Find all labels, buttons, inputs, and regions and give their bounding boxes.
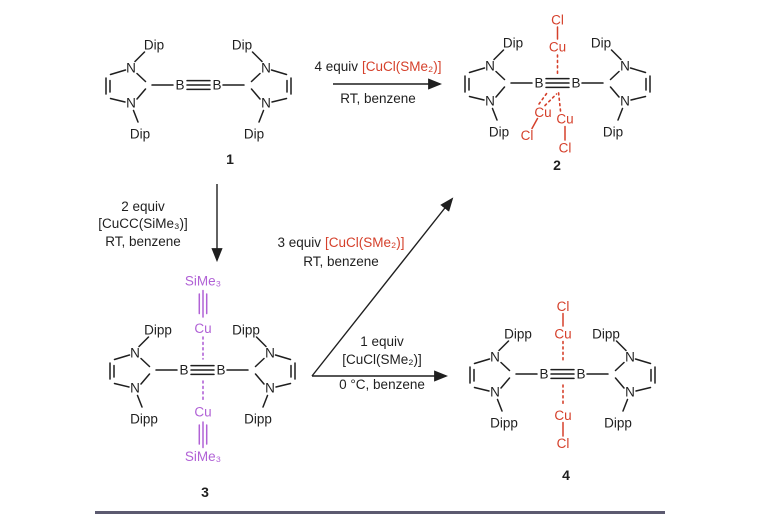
cl-cu-bond bbox=[531, 26, 566, 141]
compound-3-number: 3 bbox=[201, 484, 209, 500]
dip-label: Dip bbox=[130, 127, 150, 142]
dip-label: Dip bbox=[503, 36, 523, 51]
cu-bb-dashed-bonds bbox=[538, 54, 562, 112]
copper-label: Cu bbox=[549, 40, 566, 55]
copper-label: Cu bbox=[554, 408, 571, 423]
compound-2-structure: Dip Dip Dip Dip Cl Cu Cu Cu Cl Cl bbox=[464, 13, 651, 156]
reagent-text: [CuCl(SMe₂)] bbox=[362, 59, 442, 74]
caption-3-to-4-reagent: [CuCl(SMe₂)] bbox=[342, 352, 422, 367]
dipp-label: Dipp bbox=[144, 323, 172, 338]
dipp-label: Dipp bbox=[130, 412, 158, 427]
chlorine-label: Cl bbox=[551, 13, 564, 28]
dipp-label: Dipp bbox=[232, 323, 260, 338]
caption-3-to-2-conditions: RT, benzene bbox=[303, 254, 379, 269]
caption-3-to-4-equiv: 1 equiv bbox=[360, 334, 404, 349]
arrow-3-to-2 bbox=[311, 197, 454, 377]
dip-label: Dip bbox=[244, 127, 264, 142]
caption-1-to-2-reagent: 4 equiv[CuCl(SMe₂)] bbox=[308, 58, 448, 75]
dip-label: Dip bbox=[603, 125, 623, 140]
bottom-divider bbox=[95, 511, 665, 514]
compound-1-structure: Dip Dip Dip Dip bbox=[105, 38, 292, 142]
dip-label: Dip bbox=[591, 36, 611, 51]
equiv-text: 4 equiv bbox=[314, 59, 359, 74]
copper-label: Cu bbox=[534, 105, 551, 120]
reagent-text: [CuCl(SMe₂)] bbox=[325, 235, 405, 250]
copper-label: Cu bbox=[194, 405, 211, 420]
copper-label: Cu bbox=[554, 327, 571, 342]
cu-alkynyl-fragments: SiMe₃ Cu Cu SiMe₃ bbox=[185, 274, 221, 465]
copper-label: Cu bbox=[194, 321, 211, 336]
chlorine-label: Cl bbox=[557, 299, 570, 314]
caption-1-to-3-conditions: RT, benzene bbox=[105, 234, 181, 249]
dip-label: Dip bbox=[232, 38, 252, 53]
sime3-label: SiMe₃ bbox=[185, 274, 221, 289]
caption-1-to-3-equiv: 2 equiv bbox=[121, 199, 165, 214]
alkyne-triple-bonds bbox=[198, 289, 208, 449]
dipp-label: Dipp bbox=[490, 416, 518, 431]
caption-3-to-2-reagent: 3 equiv[CuCl(SMe₂)] bbox=[268, 234, 414, 251]
cucl-fragments: Cl Cu Cu Cu Cl Cl bbox=[521, 13, 574, 156]
dipp-label: Dipp bbox=[504, 327, 532, 342]
chlorine-label: Cl bbox=[521, 128, 534, 143]
dipp-label: Dipp bbox=[592, 327, 620, 342]
compound-4-number: 4 bbox=[562, 467, 570, 483]
caption-1-to-3-reagent: [CuCC(SiMe₃)] bbox=[98, 216, 188, 231]
chlorine-label: Cl bbox=[559, 141, 572, 156]
compound-1-number: 1 bbox=[226, 151, 234, 167]
equiv-text: 3 equiv bbox=[277, 235, 322, 250]
dipp-label: Dipp bbox=[604, 416, 632, 431]
dip-label: Dip bbox=[489, 125, 509, 140]
caption-3-to-4-conditions: 0 °C, benzene bbox=[339, 377, 425, 392]
caption-1-to-2-conditions: RT, benzene bbox=[340, 91, 416, 106]
copper-label: Cu bbox=[556, 112, 573, 127]
sime3-label: SiMe₃ bbox=[185, 449, 221, 464]
dip-label: Dip bbox=[144, 38, 164, 53]
cucl-fragments: Cl Cu Cu Cl bbox=[554, 299, 571, 451]
compound-4-structure: Dipp Dipp Dipp Dipp Cl Cu Cu Cl bbox=[469, 299, 656, 451]
chlorine-label: Cl bbox=[557, 436, 570, 451]
compound-2-number: 2 bbox=[553, 157, 561, 173]
dipp-label: Dipp bbox=[244, 412, 272, 427]
compound-3-structure: Dipp Dipp Dipp Dipp SiMe₃ Cu Cu SiMe₃ bbox=[109, 274, 296, 465]
